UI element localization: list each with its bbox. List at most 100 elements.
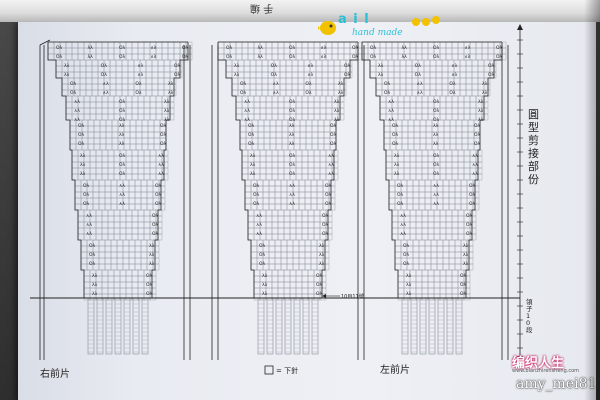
svg-text:圓: 圓 [528, 108, 539, 121]
svg-text:λλ: λλ [64, 72, 70, 78]
svg-text:Oλ: Oλ [352, 45, 359, 51]
svg-text:∧λ: ∧λ [321, 45, 327, 51]
svg-text:Oλ: Oλ [78, 123, 85, 129]
watermark-user: amy_mei81 [516, 376, 597, 392]
book-top-binding: 手 编 [0, 0, 600, 22]
svg-text:λλ: λλ [289, 123, 295, 129]
svg-text:∧λ: ∧λ [400, 222, 406, 228]
note-arrow-icon [322, 294, 326, 298]
svg-text:λλ: λλ [250, 171, 256, 177]
svg-text:Ολ: Ολ [460, 273, 467, 279]
svg-text:∧λ: ∧λ [86, 222, 92, 228]
svg-text:剪: 剪 [528, 133, 539, 147]
svg-text:Oλ: Oλ [433, 117, 440, 123]
svg-text:λλ: λλ [88, 45, 94, 51]
svg-text:∧λ: ∧λ [74, 117, 80, 123]
svg-text:λλ: λλ [258, 54, 264, 60]
svg-text:λλ: λλ [394, 162, 400, 168]
svg-text:∧λ: ∧λ [321, 54, 327, 60]
svg-text:Ολ: Ολ [397, 201, 404, 207]
svg-text:Oλ: Oλ [322, 231, 329, 237]
svg-text:Oλ: Oλ [182, 45, 189, 51]
svg-text:λλ: λλ [378, 72, 384, 78]
svg-text:Ολ: Ολ [289, 162, 296, 168]
svg-text:Ολ: Ολ [101, 72, 108, 78]
svg-text:Ολ: Ολ [433, 45, 440, 51]
svg-text:Ολ: Ολ [240, 81, 247, 87]
svg-text:Oλ: Oλ [496, 54, 503, 60]
svg-text:∧λ: ∧λ [137, 72, 143, 78]
svg-text:Oλ: Oλ [174, 63, 181, 69]
svg-text:Oλ: Oλ [433, 108, 440, 114]
svg-text:Ολ: Ολ [289, 171, 296, 177]
panel-title-left-front: 左前片 [380, 363, 410, 376]
svg-text:1: 1 [526, 312, 530, 320]
svg-text:∧λ: ∧λ [74, 99, 80, 105]
svg-text:λλ: λλ [478, 108, 484, 114]
svg-text:∧λ: ∧λ [289, 192, 295, 198]
svg-text:λλ: λλ [80, 171, 86, 177]
svg-text:Oλ: Oλ [289, 99, 296, 105]
svg-text:Oλ: Oλ [289, 108, 296, 114]
svg-text:∧λ: ∧λ [256, 231, 262, 237]
svg-text:λλ: λλ [250, 153, 256, 159]
svg-text:λλ: λλ [262, 291, 268, 297]
legend-text: = 下針 [276, 366, 298, 375]
svg-text:λλ: λλ [482, 81, 488, 87]
svg-text:Oλ: Oλ [152, 213, 159, 219]
svg-text:Oλ: Oλ [155, 201, 162, 207]
svg-text:Oλ: Oλ [469, 192, 476, 198]
svg-text:Oλ: Oλ [370, 45, 377, 51]
svg-text:Ολ: Ολ [160, 141, 167, 147]
svg-text:Oλ: Oλ [259, 243, 266, 249]
svg-text:λλ: λλ [319, 252, 325, 258]
svg-text:∧λ: ∧λ [86, 231, 92, 237]
svg-text:∧λ: ∧λ [307, 72, 313, 78]
svg-text:接: 接 [528, 147, 539, 160]
svg-text:Ολ: Ολ [253, 192, 260, 198]
svg-text:λλ: λλ [406, 282, 412, 288]
svg-text:Ολ: Ολ [240, 90, 247, 96]
svg-text:Ολ: Ολ [397, 183, 404, 189]
svg-text:Ολ: Ολ [289, 45, 296, 51]
svg-text:λλ: λλ [394, 153, 400, 159]
svg-text:∧λ: ∧λ [86, 213, 92, 219]
svg-text:Oλ: Oλ [325, 192, 332, 198]
svg-text:λλ: λλ [289, 141, 295, 147]
svg-text:∧λ: ∧λ [103, 90, 109, 96]
svg-text:Ολ: Ολ [474, 132, 481, 138]
svg-text:Oλ: Oλ [182, 54, 189, 60]
svg-text:λλ: λλ [88, 54, 94, 60]
svg-text:Oλ: Oλ [152, 222, 159, 228]
svg-text:Oλ: Oλ [449, 81, 456, 87]
svg-text:Ολ: Ολ [330, 132, 337, 138]
svg-text:Oλ: Oλ [78, 141, 85, 147]
svg-text:λλ: λλ [234, 63, 240, 69]
svg-text:∧λ: ∧λ [307, 63, 313, 69]
svg-text:λλ: λλ [406, 273, 412, 279]
svg-text:Oλ: Oλ [403, 243, 410, 249]
svg-text:Ολ: Ολ [316, 291, 323, 297]
svg-text:∧λ: ∧λ [119, 201, 125, 207]
svg-text:λλ: λλ [482, 90, 488, 96]
arrow-note: 10目11號 [341, 293, 364, 300]
svg-text:Ολ: Ολ [83, 192, 90, 198]
svg-text:Oλ: Oλ [226, 54, 233, 60]
svg-text:Ολ: Ολ [146, 282, 153, 288]
svg-text:λλ: λλ [338, 90, 344, 96]
svg-text:∧λ: ∧λ [119, 192, 125, 198]
svg-text:Oλ: Oλ [155, 183, 162, 189]
svg-text:Ολ: Ολ [70, 81, 77, 87]
svg-text:Oλ: Oλ [392, 141, 399, 147]
svg-text:Oλ: Oλ [56, 54, 63, 60]
svg-text:Oλ: Oλ [119, 117, 126, 123]
watermark-site-url: www.bianzhirensheng.com [512, 368, 580, 374]
svg-text:Ολ: Ολ [397, 192, 404, 198]
panel-title-right-front: 右前片 [40, 367, 70, 380]
svg-text:Oλ: Oλ [325, 183, 332, 189]
svg-text:∧λ: ∧λ [158, 153, 164, 159]
svg-text:Ολ: Ολ [433, 162, 440, 168]
